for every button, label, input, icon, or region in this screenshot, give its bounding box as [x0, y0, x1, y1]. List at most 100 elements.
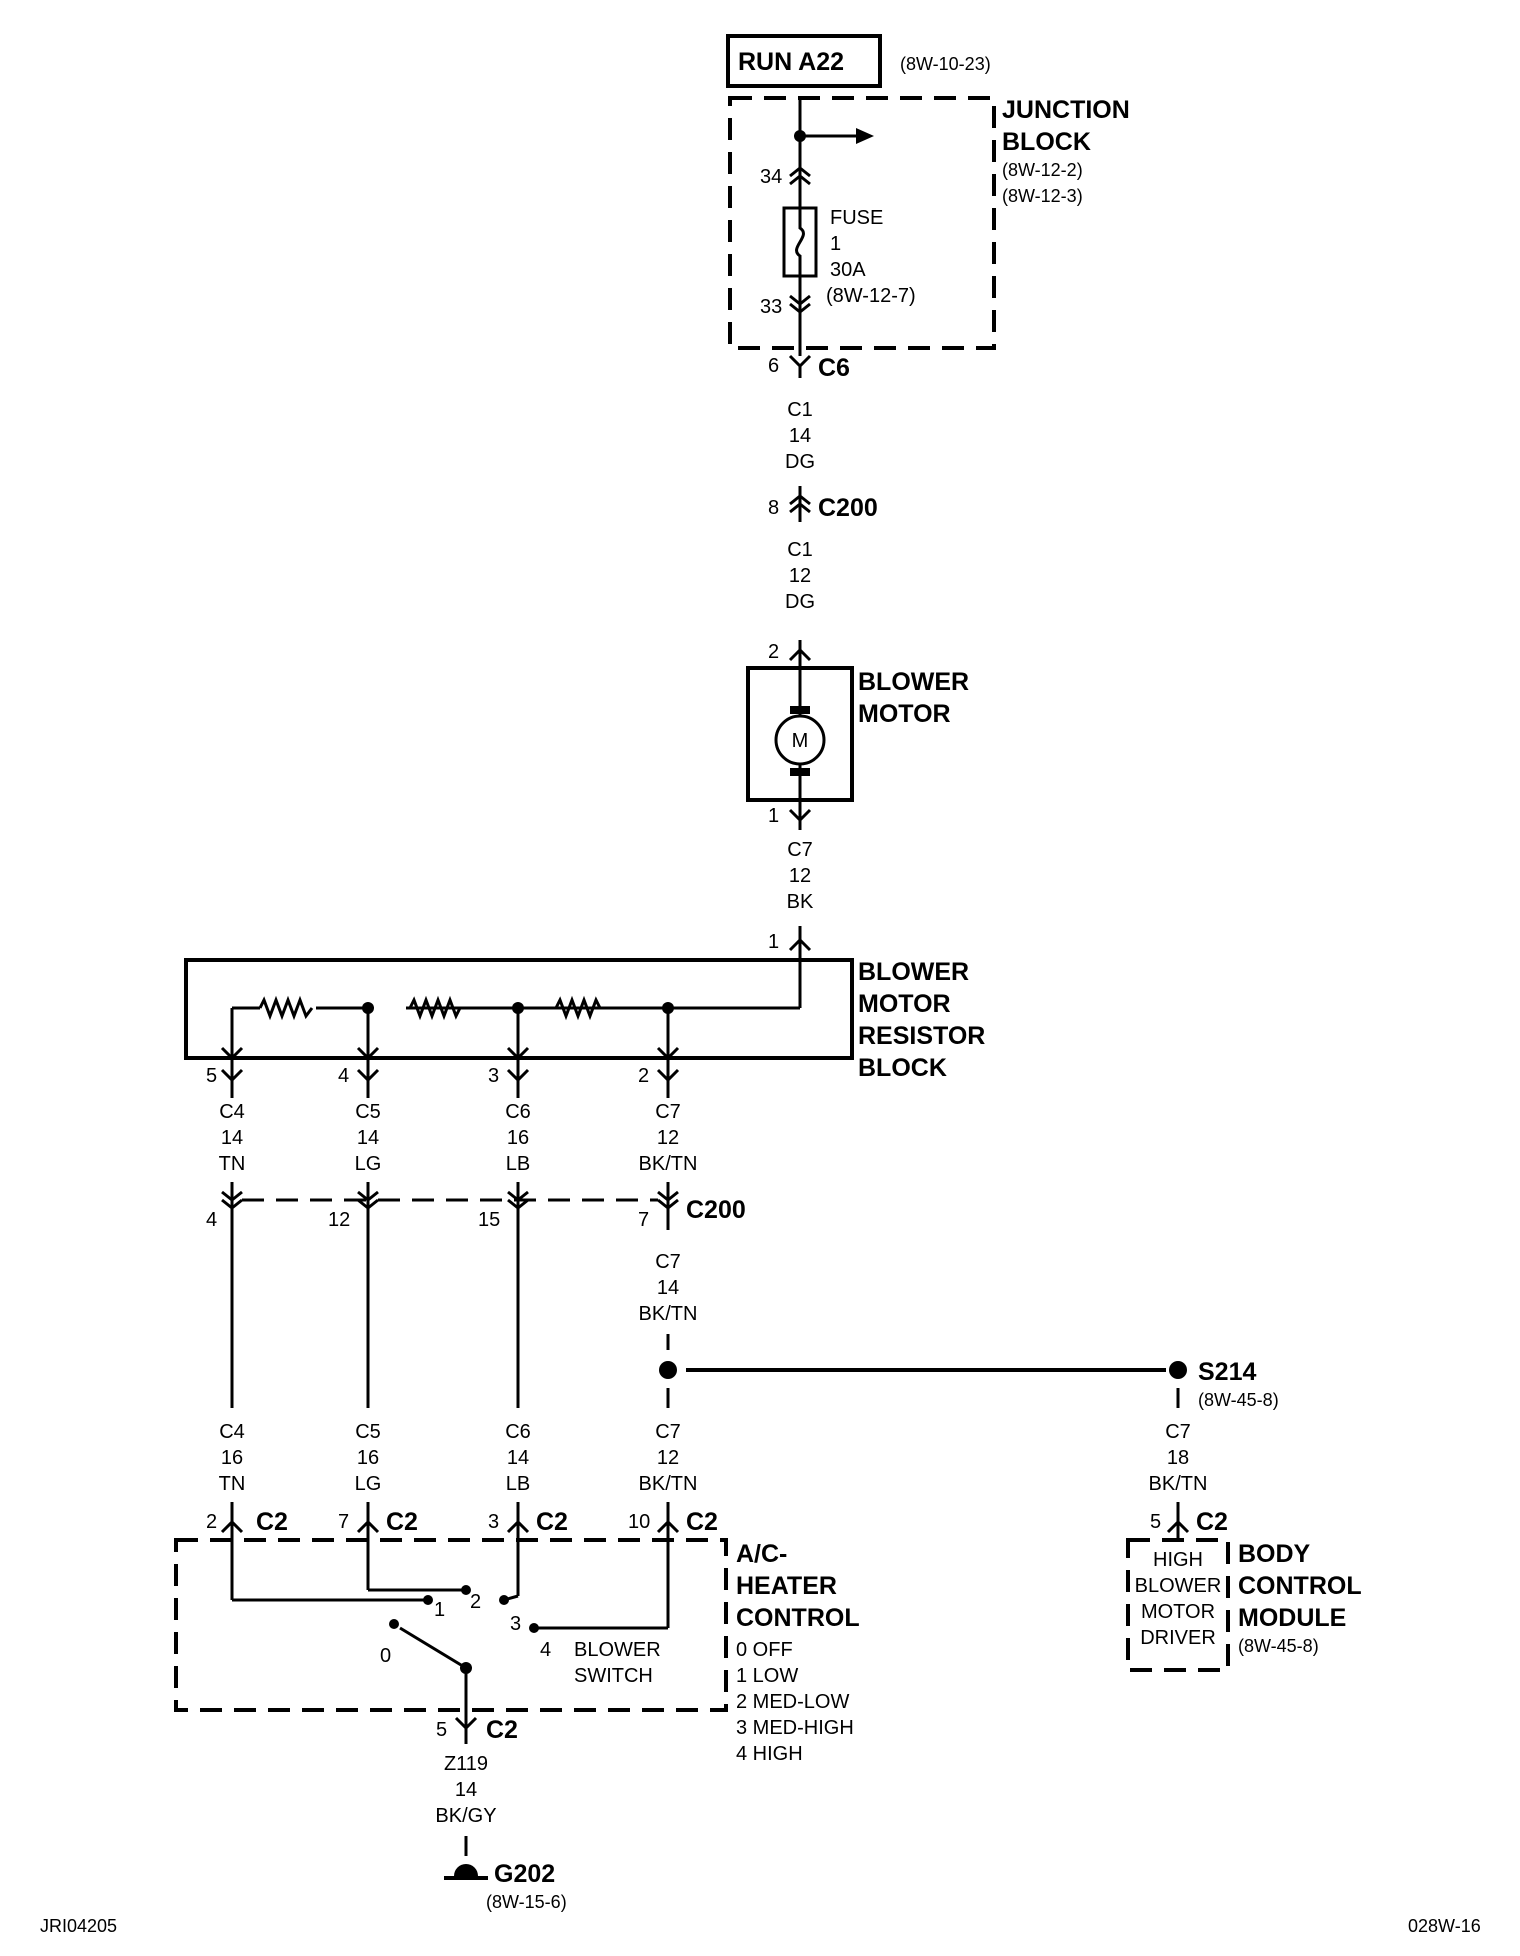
wire1-color: DG — [785, 451, 815, 473]
wire2-circuit: C1 — [787, 539, 813, 561]
res-wire-4-color: BK/TN — [639, 1153, 698, 1175]
arrow-right-icon — [856, 128, 874, 144]
c6-name: C6 — [818, 354, 850, 382]
hvac-c2-pin-2: 2 — [206, 1511, 217, 1533]
c200-top-pin: 8 — [768, 497, 779, 519]
res-wire-1-gauge: 14 — [221, 1127, 243, 1149]
run-a22-box — [726, 34, 882, 88]
wire3-circuit: C7 — [787, 839, 813, 861]
switch-wiper — [399, 1626, 467, 1670]
resistor-out-connectors — [220, 1046, 680, 1083]
ground-c2-pin: 5 — [436, 1719, 447, 1741]
res-wire-1-circuit: C4 — [219, 1101, 245, 1123]
hvac-c2-name-1: C2 — [256, 1508, 288, 1536]
bcm-label-3: MODULE — [1238, 1604, 1346, 1632]
ground-symbol-icon — [454, 1864, 478, 1876]
res-wire-2-circuit: C5 — [355, 1101, 381, 1123]
hvac-mode-0: 0 OFF — [736, 1639, 793, 1661]
switch-contact-1 — [423, 1595, 433, 1605]
low-wire-1-gauge: 16 — [221, 1447, 243, 1469]
ground-wire-gauge: 14 — [455, 1779, 477, 1801]
pin-33-connector — [789, 294, 811, 314]
low-wire-2-circuit: C5 — [355, 1421, 381, 1443]
low-wire-3-circuit: C6 — [505, 1421, 531, 1443]
ground-c2-connector — [454, 1716, 478, 1731]
hvac-c2-pin-7: 7 — [338, 1511, 349, 1533]
hvac-label-3: CONTROL — [736, 1604, 860, 1632]
bcm-inner-4: DRIVER — [1140, 1627, 1216, 1649]
res-wire-2-color: LG — [355, 1153, 382, 1175]
resistor-out-pin-2: 2 — [638, 1065, 649, 1087]
wire2-color: DG — [785, 591, 815, 613]
junction-block-ref-1: (8W-12-2) — [1002, 160, 1083, 180]
resistor-3 — [553, 995, 602, 1021]
motor-pin-1-connector — [788, 808, 812, 823]
low-wire-2-color: LG — [355, 1473, 382, 1495]
low-wire-4-color: BK/TN — [639, 1473, 698, 1495]
switch-contact-4 — [529, 1623, 539, 1633]
wire1-gauge: 14 — [789, 425, 811, 447]
mid-wire-gauge: 14 — [657, 1277, 679, 1299]
c200-top-name: C200 — [818, 494, 878, 522]
run-a22-label: RUN A22 — [738, 48, 844, 76]
motor-pin-2-connector — [788, 647, 812, 662]
hvac-c2-name-2: C2 — [386, 1508, 418, 1536]
c200-mid-pin-7: 7 — [638, 1209, 649, 1231]
ground-wire-circuit: Z119 — [444, 1753, 488, 1775]
blower-switch-label-1: BLOWER — [574, 1639, 661, 1661]
motor-symbol-letter: M — [792, 730, 809, 752]
resistor-pin-1: 1 — [768, 931, 779, 953]
motor-symbol — [774, 714, 826, 766]
run-a22-ref: (8W-10-23) — [900, 54, 991, 74]
hvac-label-2: HEATER — [736, 1572, 837, 1600]
wire1-circuit: C1 — [787, 399, 813, 421]
res-wire-2-gauge: 14 — [357, 1127, 379, 1149]
pin-34-connector — [789, 166, 811, 186]
bcm-c2-pin: 5 — [1150, 1511, 1161, 1533]
wire2-gauge: 12 — [789, 565, 811, 587]
motor-pin-1: 1 — [768, 805, 779, 827]
resistor-block-label-2: MOTOR — [858, 990, 951, 1018]
fuse-pin-33: 33 — [760, 296, 782, 318]
motor-pin-2: 2 — [768, 641, 779, 663]
hvac-c2-connectors — [220, 1519, 680, 1534]
bcm-c2-name: C2 — [1196, 1508, 1228, 1536]
low-wire-4-circuit: C7 — [655, 1421, 681, 1443]
resistor-block-label-1: BLOWER — [858, 958, 969, 986]
fuse-pin-34: 34 — [760, 166, 782, 188]
ground-c2-name: C2 — [486, 1716, 518, 1744]
hvac-mode-2: 2 MED-LOW — [736, 1691, 849, 1713]
wire3-color: BK — [787, 891, 814, 913]
switch-pos-3: 3 — [510, 1613, 521, 1635]
res-wire-3-circuit: C6 — [505, 1101, 531, 1123]
low-wire-1-color: TN — [219, 1473, 246, 1495]
switch-contact-2 — [461, 1585, 471, 1595]
switch-pos-1: 1 — [434, 1599, 445, 1621]
hvac-c2-pin-10: 10 — [628, 1511, 650, 1533]
bcm-inner-2: BLOWER — [1135, 1575, 1222, 1597]
mid-wire-circuit: C7 — [655, 1251, 681, 1273]
switch-pos-4: 4 — [540, 1639, 551, 1661]
resistor-block-label-4: BLOCK — [858, 1054, 947, 1082]
low-wire-4-gauge: 12 — [657, 1447, 679, 1469]
bcm-inner-1: HIGH — [1153, 1549, 1203, 1571]
fuse-label-1: FUSE — [830, 207, 883, 229]
c200-mid-connectors — [221, 1190, 679, 1210]
ground-name: G202 — [494, 1860, 555, 1888]
bcm-wire-circuit: C7 — [1165, 1421, 1191, 1443]
resistor-out-pin-3: 3 — [488, 1065, 499, 1087]
resistor-pin-1-connector — [788, 937, 812, 952]
low-wire-1-circuit: C4 — [219, 1421, 245, 1443]
switch-contact-3 — [499, 1595, 509, 1605]
fuse-label-2: 1 — [830, 233, 841, 255]
bcm-wire-gauge: 18 — [1167, 1447, 1189, 1469]
bcm-ref: (8W-45-8) — [1238, 1636, 1319, 1656]
switch-pos-0: 0 — [380, 1645, 391, 1667]
c200-mid-name: C200 — [686, 1196, 746, 1224]
splice-s214-node — [1169, 1361, 1187, 1379]
c200-mid-pin-15: 15 — [478, 1209, 500, 1231]
hvac-label-1: A/C- — [736, 1540, 787, 1568]
bcm-label-1: BODY — [1238, 1540, 1311, 1568]
res-wire-3-color: LB — [506, 1153, 530, 1175]
